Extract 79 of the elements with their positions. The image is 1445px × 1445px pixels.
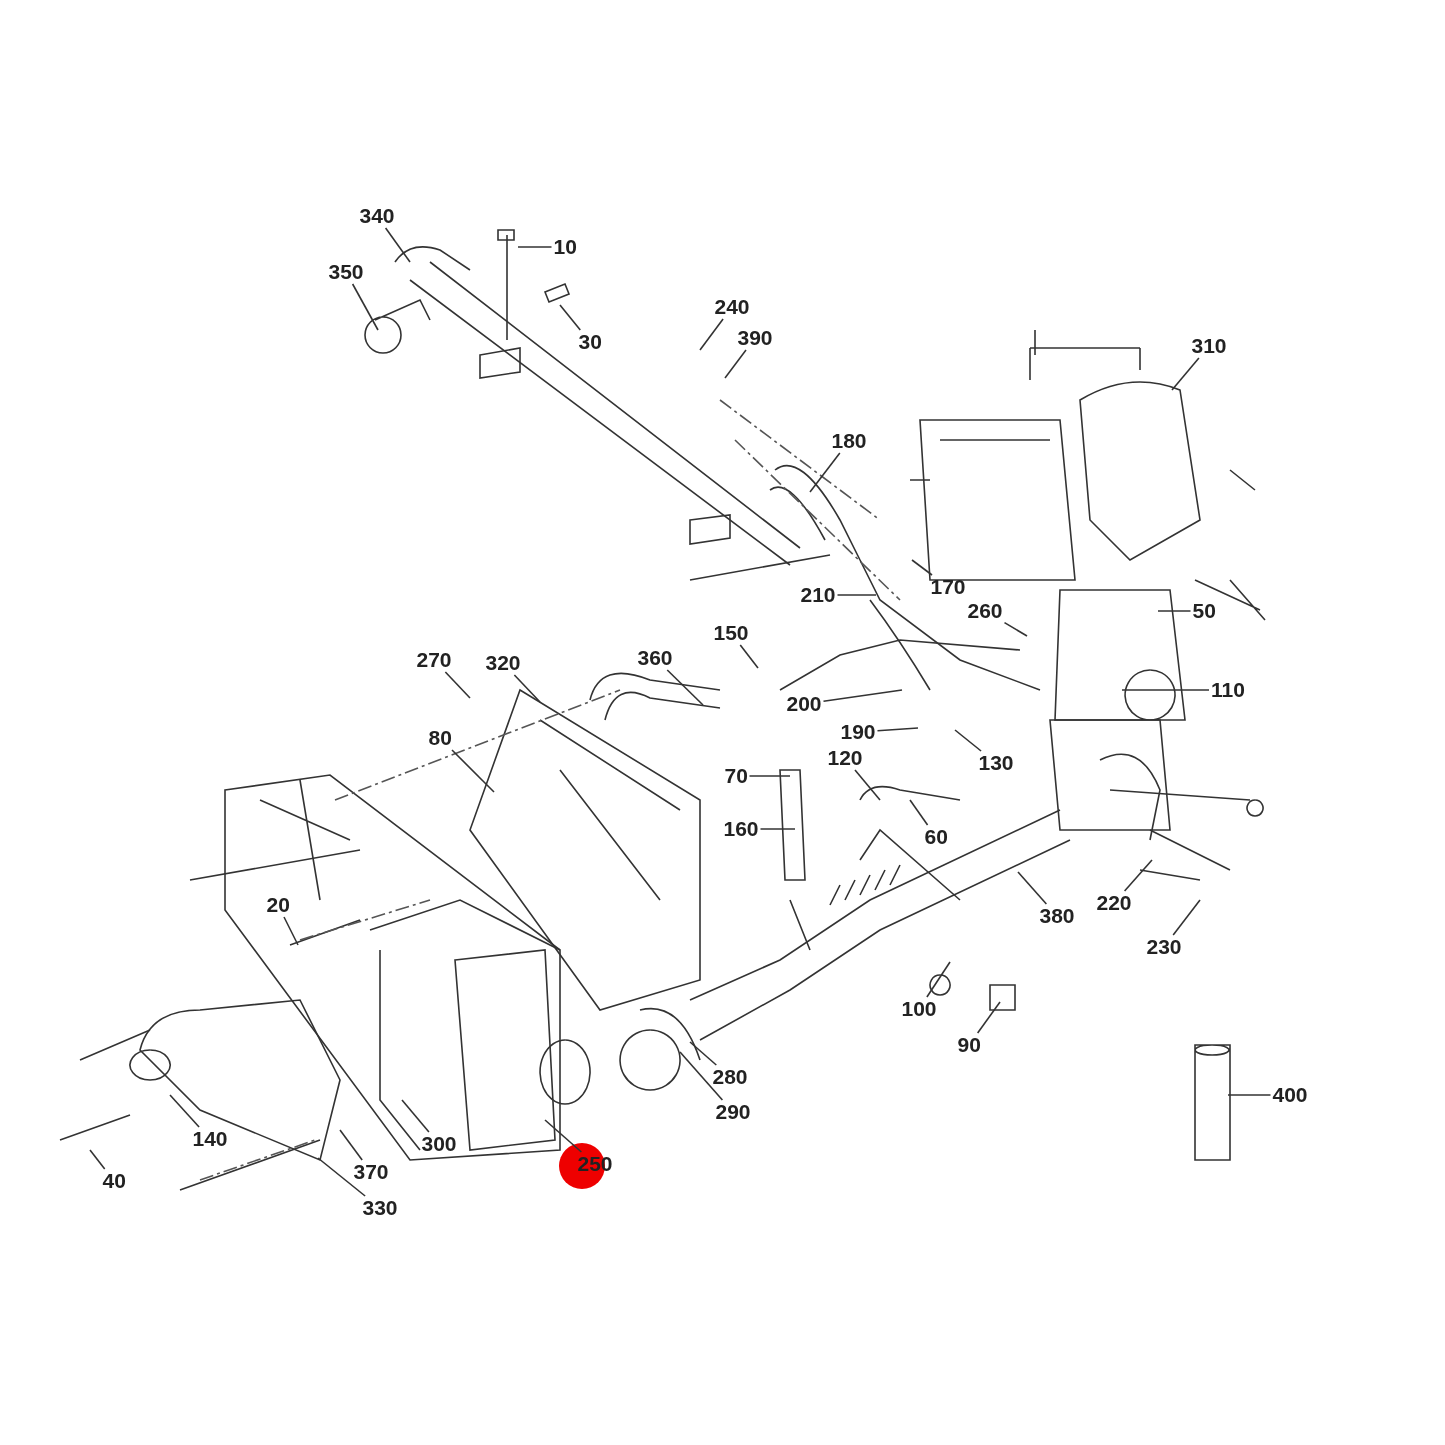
leader-line (517, 246, 553, 248)
callout-number: 210 (798, 583, 838, 607)
callout-number: 140 (190, 1127, 230, 1151)
callout-number: 20 (264, 893, 292, 917)
callout-number: 70 (722, 764, 750, 788)
leader-line (954, 729, 982, 752)
callout-number: 290 (713, 1100, 753, 1124)
callout-number: 170 (928, 575, 968, 599)
leader-line (544, 1119, 583, 1153)
leader-line (1121, 689, 1210, 691)
callout-number: 350 (326, 260, 366, 284)
callout-number: 200 (784, 692, 824, 716)
leader-line (1123, 859, 1153, 892)
callout-number: 100 (899, 997, 939, 1021)
callout-number: 270 (414, 648, 454, 672)
leader-line (513, 674, 541, 703)
leader-line (739, 644, 759, 669)
leader-line (384, 227, 411, 263)
callout-number: 50 (1190, 599, 1218, 623)
callout-number: 310 (1189, 334, 1229, 358)
leader-line (317, 1157, 366, 1197)
callout-number: 10 (551, 235, 579, 259)
leader-line (1003, 621, 1028, 637)
leader-line (689, 1041, 718, 1066)
leader-line (909, 799, 929, 826)
leader-line (1157, 610, 1192, 612)
callout-number: 110 (1209, 678, 1247, 702)
leader-line (401, 1099, 430, 1133)
leader-line (444, 671, 471, 699)
leader-line (926, 961, 951, 998)
callout-number: 330 (360, 1196, 400, 1220)
leader-line (854, 769, 881, 801)
leader-line (748, 775, 791, 777)
leader-line (976, 1001, 1001, 1034)
callout-number: 60 (922, 825, 950, 849)
callout-number: 40 (100, 1169, 128, 1193)
leader-line (809, 452, 841, 493)
leader-line (1171, 357, 1200, 391)
leader-line (876, 727, 919, 732)
leader-line (666, 669, 704, 706)
callout-number: 180 (829, 429, 869, 453)
callout-number: 220 (1094, 891, 1134, 915)
callout-number: 400 (1270, 1083, 1310, 1107)
leader-line (679, 1051, 724, 1101)
leader-line (559, 304, 582, 331)
callout-number: 160 (721, 817, 761, 841)
callout-number: 260 (965, 599, 1005, 623)
callout-number: 300 (419, 1132, 459, 1156)
leader-line (89, 1149, 106, 1170)
leader-line (822, 689, 903, 702)
leader-line (1227, 1094, 1272, 1096)
callout-number: 240 (712, 295, 752, 319)
leader-line (699, 318, 724, 351)
leader-line (724, 349, 747, 379)
callout-number: 390 (735, 326, 775, 350)
callout-number: 80 (426, 726, 454, 750)
callout-number: 370 (351, 1160, 391, 1184)
callout-number: 320 (483, 651, 523, 675)
callout-number: 120 (825, 746, 865, 770)
leader-line (759, 828, 796, 830)
callout-number: 360 (635, 646, 675, 670)
callout-number: 230 (1144, 935, 1184, 959)
callout-number: 190 (838, 720, 878, 744)
leader-line (339, 1129, 363, 1161)
leader-line (1172, 899, 1201, 936)
leader-line (1017, 871, 1048, 905)
callout-number: 280 (710, 1065, 750, 1089)
leader-line (169, 1094, 200, 1128)
leader-line (836, 594, 877, 596)
leader-line (283, 916, 299, 946)
leader-line (911, 559, 933, 576)
callout-number: 90 (955, 1033, 983, 1057)
leader-line (351, 283, 379, 331)
callout-number: 130 (976, 751, 1016, 775)
callout-number: 150 (711, 621, 751, 645)
callout-number: 380 (1037, 904, 1077, 928)
leader-line (451, 749, 495, 793)
callout-number: 340 (357, 204, 397, 228)
callout-number: 30 (576, 330, 604, 354)
